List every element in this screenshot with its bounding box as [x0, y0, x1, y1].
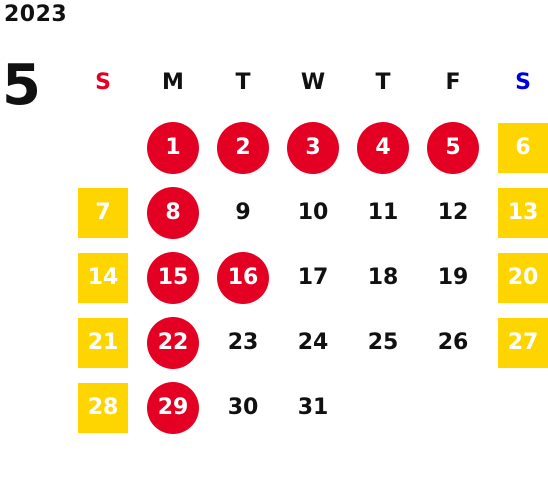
- day-cell[interactable]: 17: [278, 245, 348, 310]
- day-cell[interactable]: 22: [138, 310, 208, 375]
- day-cell[interactable]: 25: [348, 310, 418, 375]
- day-number: 8: [147, 186, 199, 239]
- day-cell[interactable]: 28: [68, 375, 138, 440]
- day-cell[interactable]: 21: [68, 310, 138, 375]
- day-cell[interactable]: 13: [488, 180, 548, 245]
- day-number: 13: [498, 187, 548, 238]
- day-number: 3: [287, 121, 339, 174]
- day-cell[interactable]: 23: [208, 310, 278, 375]
- day-cell[interactable]: 11: [348, 180, 418, 245]
- day-cell[interactable]: 15: [138, 245, 208, 310]
- day-number: 20: [498, 252, 548, 303]
- day-cell[interactable]: 19: [418, 245, 488, 310]
- weekday-header: M: [162, 70, 184, 95]
- day-cell[interactable]: 1: [138, 115, 208, 180]
- day-number: 23: [227, 330, 259, 355]
- day-number: 31: [297, 395, 329, 420]
- day-number: 10: [297, 200, 329, 225]
- day-number: 4: [357, 121, 409, 174]
- day-number: 12: [437, 200, 469, 225]
- day-cell[interactable]: 3: [278, 115, 348, 180]
- day-number: 1: [147, 121, 199, 174]
- weekday-header: W: [300, 70, 326, 95]
- weekday-header: T: [375, 70, 391, 95]
- day-number: 11: [367, 200, 399, 225]
- day-number: 15: [147, 251, 199, 304]
- day-number: 16: [217, 251, 269, 304]
- empty-day-cell: [68, 115, 138, 180]
- day-cell[interactable]: 2: [208, 115, 278, 180]
- day-number: 2: [217, 121, 269, 174]
- weekday-header: T: [235, 70, 251, 95]
- day-cell[interactable]: 10: [278, 180, 348, 245]
- day-number: 29: [147, 381, 199, 434]
- day-cell[interactable]: 30: [208, 375, 278, 440]
- day-number: 27: [498, 317, 548, 368]
- day-number: 6: [498, 122, 548, 173]
- day-cell[interactable]: 18: [348, 245, 418, 310]
- day-cell[interactable]: 7: [68, 180, 138, 245]
- day-number: 25: [367, 330, 399, 355]
- day-number: 17: [297, 265, 329, 290]
- year-label: 2023: [4, 2, 68, 27]
- day-cell[interactable]: 31: [278, 375, 348, 440]
- day-cell[interactable]: 9: [208, 180, 278, 245]
- day-number: 19: [437, 265, 469, 290]
- day-cell[interactable]: 8: [138, 180, 208, 245]
- day-cell[interactable]: 4: [348, 115, 418, 180]
- day-cell[interactable]: 24: [278, 310, 348, 375]
- day-number: 9: [235, 200, 251, 225]
- day-number: 21: [78, 317, 128, 368]
- day-number: 28: [78, 382, 128, 433]
- day-number: 24: [297, 330, 329, 355]
- day-cell[interactable]: 6: [488, 115, 548, 180]
- weekday-header: F: [445, 70, 461, 95]
- weekday-header: S: [95, 70, 111, 95]
- day-cell[interactable]: 5: [418, 115, 488, 180]
- day-number: 26: [437, 330, 469, 355]
- day-cell[interactable]: 26: [418, 310, 488, 375]
- day-cell[interactable]: 16: [208, 245, 278, 310]
- day-cell[interactable]: 20: [488, 245, 548, 310]
- day-number: 22: [147, 316, 199, 369]
- day-number: 30: [227, 395, 259, 420]
- day-number: 5: [427, 121, 479, 174]
- day-cell[interactable]: 29: [138, 375, 208, 440]
- weekday-header: S: [515, 70, 531, 95]
- month-label: 5: [2, 53, 41, 118]
- day-cell[interactable]: 27: [488, 310, 548, 375]
- day-number: 14: [78, 252, 128, 303]
- day-cell[interactable]: 14: [68, 245, 138, 310]
- day-number: 18: [367, 265, 399, 290]
- day-cell[interactable]: 12: [418, 180, 488, 245]
- day-number: 7: [78, 187, 128, 238]
